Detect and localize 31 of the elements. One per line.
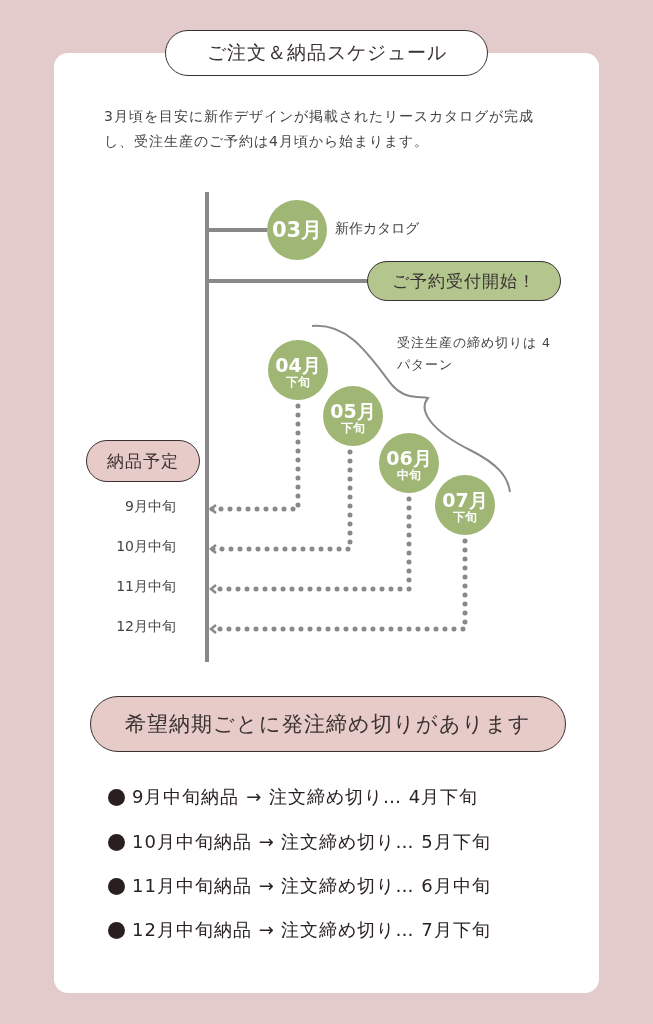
schedule-item: 12月中旬納品 → 注文締め切り… 7月下旬	[132, 918, 491, 942]
bracket-note: 受注生産の締め切りは 4パターン	[397, 334, 552, 374]
dotted-arrow	[208, 538, 468, 635]
period-text: 下旬	[453, 510, 477, 524]
label-pill: 納品予定	[86, 440, 200, 482]
month-text: 06月	[386, 448, 432, 469]
period-text: 下旬	[341, 421, 365, 435]
delivery-month: 12月中旬	[115, 618, 176, 636]
label-pill: 希望納期ごとに発注締め切りがあります	[90, 696, 566, 752]
schedule-item: 10月中旬納品 → 注文締め切り… 5月下旬	[132, 830, 491, 854]
month-text: 03月	[271, 218, 323, 241]
schedule-item: 9月中旬納品 → 注文締め切り… 4月下旬	[132, 785, 479, 809]
dotted-arrow	[208, 496, 412, 595]
intro-paragraph: 3月頃を目安に新作デザインが掲載されたリースカタログが完成し、受注生産のご予約は4月頃から始まります。	[104, 107, 535, 151]
month-text: 04月	[275, 355, 321, 376]
dotted-arrow	[208, 449, 353, 555]
delivery-month: 11月中旬	[115, 578, 176, 596]
month-text: 07月	[442, 490, 488, 511]
timeline-axis	[205, 192, 209, 662]
dotted-arrow	[208, 403, 301, 515]
connector-line	[209, 228, 267, 232]
connector-line	[209, 279, 367, 283]
period-text: 中旬	[397, 468, 421, 482]
caption-text: 新作カタログ	[335, 220, 419, 238]
schedule-item: 11月中旬納品 → 注文締め切り… 6月中旬	[132, 874, 491, 898]
delivery-month: 10月中旬	[115, 538, 176, 556]
month-text: 05月	[330, 401, 376, 422]
period-text: 下旬	[286, 375, 310, 389]
delivery-month: 9月中旬	[124, 498, 176, 516]
title-heading: ご注文＆納品スケジュール	[165, 30, 488, 76]
label-pill: ご予約受付開始！	[367, 261, 561, 301]
